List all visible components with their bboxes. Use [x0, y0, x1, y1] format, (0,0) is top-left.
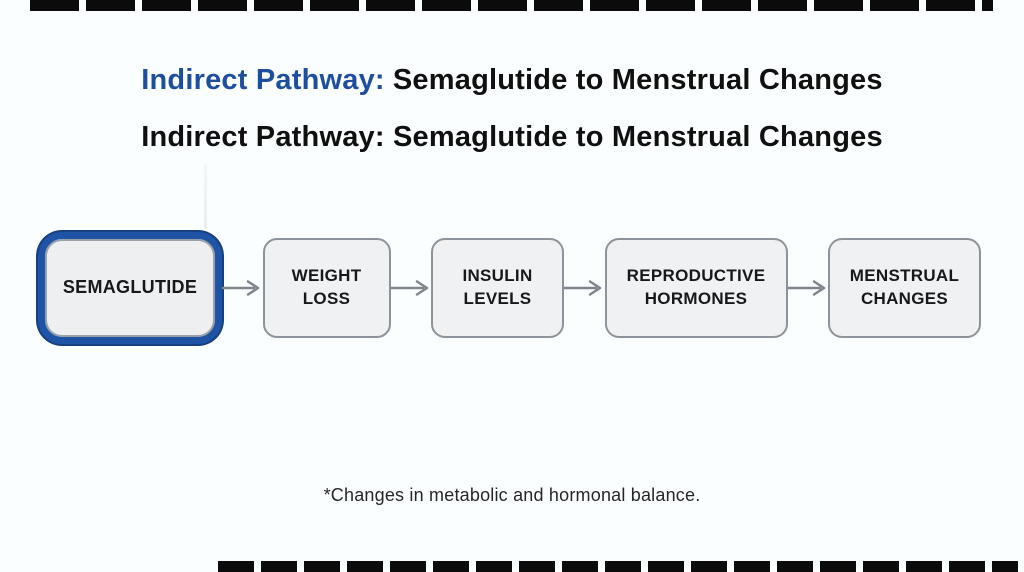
flow-node-reproductive-hormones: REPRODUCTIVE HORMONES — [604, 237, 788, 338]
flow-node-label: WEIGHT LOSS — [291, 266, 362, 308]
flow-node-label: SEMAGLUTIDE — [62, 276, 198, 297]
title-line-1: Indirect Pathway:Semaglutide to Menstrua… — [0, 62, 1024, 98]
arrow-right-icon — [222, 279, 260, 296]
arrow-right-icon — [787, 279, 825, 296]
flow-node-insulin-levels: INSULIN LEVELS — [431, 237, 564, 338]
title-line-2: Indirect Pathway: Semaglutide to Menstru… — [141, 121, 883, 153]
flow-node-label: INSULIN LEVELS — [462, 266, 533, 308]
title-highlight: Indirect Pathway: — [141, 64, 385, 96]
flow-arrow — [564, 238, 605, 338]
flow-arrow — [787, 238, 829, 338]
arrow-right-icon — [564, 279, 602, 296]
title-rest: Semaglutide to Menstrual Changes — [392, 64, 883, 96]
title-block: Indirect Pathway:Semaglutide to Menstrua… — [0, 62, 1024, 155]
flow-node-semaglutide: SEMAGLUTIDE — [38, 231, 222, 344]
flow-node-label: REPRODUCTIVE HORMONES — [626, 266, 766, 308]
vertical-light-artifact — [204, 163, 207, 229]
flow-node-weight-loss: WEIGHT LOSS — [262, 237, 391, 338]
flow-arrow — [222, 238, 263, 338]
flow-node-label: MENSTRUAL CHANGES — [849, 266, 960, 308]
arrow-right-icon — [390, 279, 428, 296]
flow-node-menstrual-changes: MENSTRUAL CHANGES — [828, 237, 981, 338]
pathway-flow: SEMAGLUTIDE WEIGHT LOSS INSULIN LEVELS — [38, 230, 981, 345]
top-dashed-artifact-bar — [30, 0, 993, 11]
flow-arrow — [390, 238, 432, 338]
footnote: *Changes in metabolic and hormonal balan… — [323, 485, 701, 505]
bottom-dashed-artifact-bar — [218, 561, 1018, 572]
